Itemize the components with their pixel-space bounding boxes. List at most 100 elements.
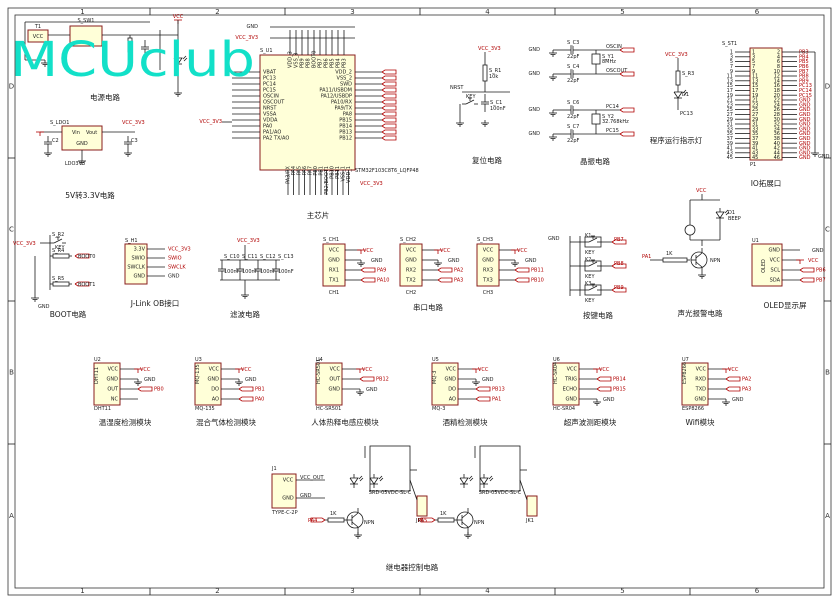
net-label: PB10 [531, 278, 544, 284]
pin-number: 29 [727, 117, 733, 123]
caption: BOOT电路 [50, 309, 87, 319]
pin-number: 40 [774, 141, 780, 147]
net-label: GND [799, 146, 811, 152]
pin-label: SDA [770, 278, 781, 284]
pin-label: GND [134, 274, 146, 280]
pin-label: PB15 [339, 118, 352, 124]
part-label: HC-SR501 [316, 359, 322, 384]
caption: 串口电路 [413, 302, 443, 312]
ref-label: S_C6 [567, 100, 579, 106]
ref-label: U7 [682, 357, 689, 363]
pin-label: AO [449, 397, 456, 403]
pin-label: OUT [329, 377, 341, 383]
net-label: GND [799, 126, 811, 132]
pin-number: 45 [752, 155, 758, 161]
pin-number: 13 [727, 78, 733, 84]
net-label: VCC [363, 248, 374, 254]
pin-number: 33 [752, 126, 758, 132]
ref-label: K2 [585, 257, 591, 263]
border-row-label: A [825, 512, 830, 520]
net-label: PC15 [606, 128, 619, 134]
value-label: 100nF [224, 269, 240, 275]
net-label: PB13 [492, 387, 505, 393]
ref-label: C3 [131, 138, 138, 144]
net-label: VCC_3V3 [665, 52, 688, 58]
pin-number: 42 [774, 146, 780, 152]
value-label: BEEP [728, 216, 741, 222]
sensor-module [431, 362, 459, 406]
ref-label: KEY [466, 94, 476, 100]
pin-number: 39 [727, 141, 733, 147]
sensor-module [194, 362, 222, 406]
pin-label: GND [282, 496, 294, 502]
net-label: VCC [440, 248, 451, 254]
border-row-label: D [9, 83, 14, 91]
ref-label: T1 [34, 24, 41, 30]
ref-label: U3 [195, 357, 202, 363]
caption: 声光报警电路 [678, 308, 723, 318]
pin-label: PB4 [336, 58, 342, 68]
net-label: GND [168, 274, 180, 280]
pin-number: 41 [752, 146, 758, 152]
pin-label: VDD_1 [346, 166, 352, 183]
pin-number: 34 [774, 126, 780, 132]
caption: J-Link OB接口 [130, 298, 179, 308]
sensor-module [681, 362, 709, 406]
pin-number: 22 [774, 98, 780, 104]
pin-number: 26 [774, 107, 780, 113]
pin-number: 43 [727, 150, 733, 156]
pin-number: 11 [727, 74, 733, 80]
net-label: PC13 [799, 83, 812, 89]
pin-label: GND [695, 397, 707, 403]
net-label: GND [799, 136, 811, 142]
value-label: 22pF [567, 78, 580, 84]
pin-label: AO [212, 397, 219, 403]
pin-number: 14 [774, 78, 780, 84]
border-col-label: 3 [350, 8, 354, 16]
pin-label: PB6 [324, 58, 330, 68]
value-label: 10k [489, 74, 498, 80]
pin-label: SWIO [131, 256, 145, 262]
pin-label: TXD [695, 387, 706, 393]
border-row-label: C [825, 226, 830, 234]
border-col-label: 4 [485, 587, 490, 595]
pin-label: SCL [771, 268, 781, 274]
net-label: BOOT1 [78, 282, 95, 288]
part-label: ESP8266 [682, 406, 704, 412]
pin-number: 17 [752, 88, 758, 94]
net-label: SWCLK [168, 265, 186, 271]
gnd-label: GND [529, 71, 541, 77]
caption: 超声波测距模块 [564, 417, 617, 427]
pin-label: PB9 [300, 58, 306, 68]
mcuclub-watermark: MCUclub [10, 32, 255, 88]
pin-label: PC15 [263, 88, 276, 94]
net-label: VCC_OUT [300, 475, 324, 481]
net-label: PB7 [816, 278, 826, 284]
net-label: PB8 [799, 74, 809, 80]
uart-connector [476, 243, 500, 287]
pin-label: GND [329, 387, 341, 393]
ref-label: KEY [55, 245, 65, 251]
pin-number: 4 [777, 54, 780, 60]
pin-label: OUT [107, 387, 119, 393]
ref-label: S_CH2 [400, 237, 416, 243]
net-label: PB9 [799, 78, 809, 84]
watermark-logo: MCUclub [10, 32, 255, 88]
filter-circuit: VCC_3V3S_C10100nFS_C11100nFS_C12100nFS_C… [218, 238, 294, 319]
net-label: GND [799, 141, 811, 147]
ref-label: S_R4 [52, 248, 64, 254]
net-label: PA0 [255, 397, 264, 403]
part-label: OLED [761, 259, 767, 273]
caption: 程序运行指示灯 [650, 135, 703, 145]
caption: OLED显示屏 [763, 301, 807, 310]
net-label: PB8 [614, 261, 624, 267]
net-label: PA2 [742, 377, 751, 383]
net-label: VCC_3V3 [168, 247, 191, 253]
ref-label: S_CH1 [323, 237, 339, 243]
pin-label: PB10 [330, 166, 336, 179]
pin-number: 41 [727, 146, 733, 152]
mcu-chip [259, 54, 356, 171]
caption: 5V转3.3V电路 [65, 190, 115, 200]
